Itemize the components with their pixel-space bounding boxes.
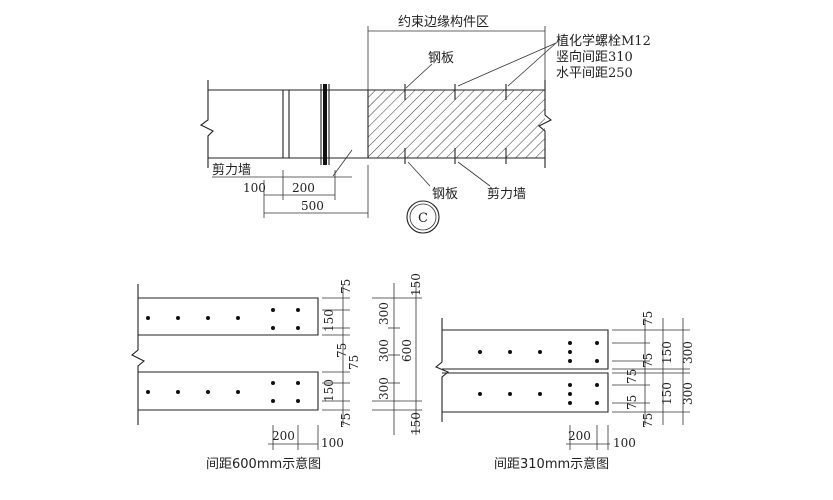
ldim-150-a: 150 — [322, 309, 336, 332]
sdim-150-bottom: 150 — [409, 412, 423, 435]
rdim-100: 100 — [613, 436, 636, 450]
left-detail-break — [131, 284, 145, 425]
bolt-vertical-spacing: 竖向间距310 — [556, 49, 633, 65]
dim-100: 100 — [243, 181, 266, 195]
hatched-zone — [368, 90, 545, 158]
ldim-150-b: 150 — [322, 379, 336, 402]
bolt-leader-1 — [457, 42, 557, 87]
left-detail: 75 150 75 75 150 75 150 300 300 600 300 … — [131, 273, 423, 472]
right-detail-break — [434, 318, 450, 422]
rdim-150-1: 150 — [660, 341, 674, 364]
left-panel-top — [138, 297, 319, 336]
rdim-150-2: 150 — [660, 382, 674, 405]
steel-leader-bottom — [407, 161, 431, 187]
bolt-marks — [404, 84, 507, 164]
section-circle-outer — [406, 200, 440, 234]
sdim-600: 600 — [400, 339, 414, 362]
sdim-300-b: 300 — [377, 339, 391, 362]
bolt-dots-bottom — [146, 381, 300, 403]
dim-500: 500 — [301, 199, 324, 213]
rdim-300-2: 300 — [681, 382, 695, 405]
bolt-leader-2 — [507, 42, 557, 87]
steel-plate-label-bottom: 钢板 — [432, 187, 458, 202]
bolt-horizontal-spacing: 水平间距250 — [556, 66, 633, 81]
shear-wall-label-left: 剪力墙 — [212, 162, 251, 178]
rdim-75-5: 75 — [641, 413, 655, 428]
right-detail: 75 75 75 75 75 150 150 300 300 200 100 间… — [434, 311, 695, 472]
left-panel-bottom — [138, 371, 319, 411]
wall-leader-right — [457, 161, 491, 187]
ldim-200: 200 — [272, 429, 295, 443]
bolt-label: 植化学螺栓M12 — [556, 33, 651, 49]
rdim-75-2: 75 — [641, 353, 655, 368]
steel-leader-top — [405, 63, 433, 89]
left-detail-caption: 间距600mm示意图 — [206, 456, 321, 472]
ldim-75-d: 75 — [339, 413, 353, 428]
rdim-75-3: 75 — [625, 369, 639, 384]
wall-leader-left — [332, 149, 353, 177]
right-panel-top — [442, 329, 609, 370]
left-break-line — [199, 80, 214, 168]
ldim-75-a: 75 — [339, 279, 353, 294]
rdim-75-4: 75 — [625, 395, 639, 410]
rdim-75-1: 75 — [641, 311, 655, 326]
zone-title: 约束边缘构件区 — [398, 15, 489, 30]
sdim-300-c: 300 — [377, 377, 391, 400]
section-label: C — [418, 211, 428, 226]
ldim-75-b: 75 — [335, 343, 349, 358]
bolt-dots-right-bottom — [478, 383, 599, 405]
sdim-150-top: 150 — [409, 273, 423, 296]
steel-plate-label-top: 钢板 — [428, 51, 454, 66]
ldim-75-c: 75 — [347, 355, 361, 370]
right-detail-caption: 间距310mm示意图 — [494, 456, 609, 472]
top-elevation: 约束边缘构件区 植化学螺栓M12 竖向间距310 水平间距250 — [199, 15, 651, 234]
bolt-dots-top — [146, 308, 300, 330]
ldim-100: 100 — [321, 436, 344, 450]
rdim-300-1: 300 — [681, 341, 695, 364]
section-circle-inner — [409, 203, 437, 231]
thick-plate — [323, 84, 327, 165]
rdim-200: 200 — [568, 429, 591, 443]
shear-wall-label-right: 剪力墙 — [487, 186, 526, 202]
dim-200: 200 — [292, 181, 315, 195]
sdim-300-a: 300 — [377, 302, 391, 325]
bolt-dots-right-top — [478, 341, 599, 363]
right-panel-bottom — [442, 372, 609, 413]
